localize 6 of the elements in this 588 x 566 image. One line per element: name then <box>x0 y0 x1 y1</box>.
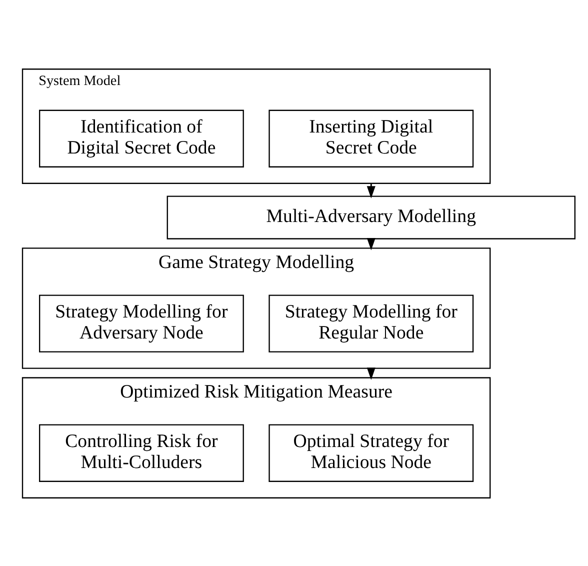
node-box: Strategy Modelling for Adversary Node <box>39 294 244 352</box>
node-box: Strategy Modelling for Regular Node <box>268 294 474 352</box>
node-box: Optimal Strategy for Malicious Node <box>268 424 474 482</box>
node-box: Identification of Digital Secret Code <box>39 109 244 167</box>
node-box: Controlling Risk for Multi-Colluders <box>39 424 244 482</box>
node-box: Inserting Digital Secret Code <box>268 109 474 167</box>
